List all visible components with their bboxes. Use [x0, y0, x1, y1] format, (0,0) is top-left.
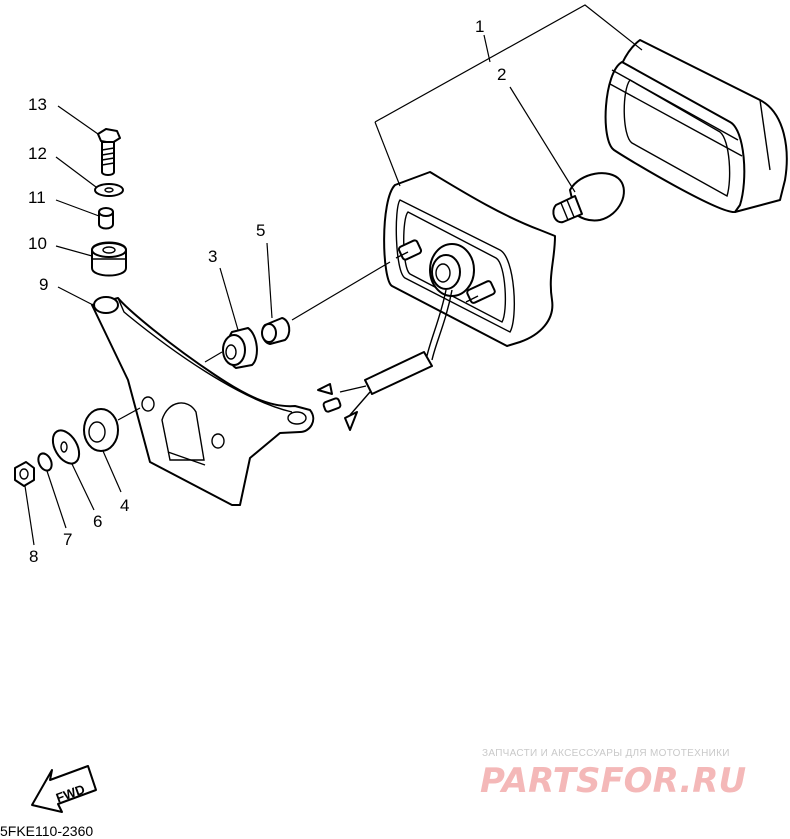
part-4-grommet	[83, 408, 119, 452]
watermark-tagline: ЗАПЧАСТИ И АКСЕССУАРЫ ДЛЯ МОТОТЕХНИКИ	[482, 748, 730, 759]
callout-6: 6	[93, 512, 102, 531]
callout-9: 9	[39, 275, 48, 294]
callout-4: 4	[120, 496, 129, 515]
callout-8: 8	[29, 547, 38, 566]
diagram-code: 5FKE110-2360	[0, 823, 93, 839]
callout-3: 3	[208, 247, 217, 266]
part-5-collar	[261, 317, 291, 345]
callout-5: 5	[256, 221, 265, 240]
part-10-damper	[91, 241, 127, 277]
part-6-washer	[51, 429, 81, 465]
part-3-grommet	[222, 327, 258, 369]
tail-light-housing	[317, 171, 556, 431]
part-12-washer	[94, 183, 124, 197]
part-13-bolt	[97, 128, 121, 176]
callout-10: 10	[28, 234, 47, 253]
callout-11: 11	[28, 188, 46, 207]
callouts: 1 2 3 4 5 6 7 8 9 10 11 12	[24, 4, 643, 566]
callout-7: 7	[63, 530, 72, 549]
part-9-bracket	[91, 296, 315, 506]
part-2-bulb	[552, 172, 625, 224]
watermark-brand: PARTSFOR.RU	[480, 761, 746, 801]
fwd-arrow-icon: FWD	[31, 765, 97, 813]
callout-12: 12	[28, 144, 47, 163]
watermark: ЗАПЧАСТИ И АКСЕССУАРЫ ДЛЯ МОТОТЕХНИКИ PA…	[480, 748, 746, 801]
part-1-lens	[604, 39, 788, 213]
part-8-nut	[14, 461, 35, 487]
callout-2: 2	[497, 65, 506, 84]
callout-1: 1	[475, 17, 484, 36]
part-7-lock-washer	[37, 452, 53, 472]
part-11-collar	[98, 207, 114, 230]
callout-13: 13	[28, 95, 47, 114]
